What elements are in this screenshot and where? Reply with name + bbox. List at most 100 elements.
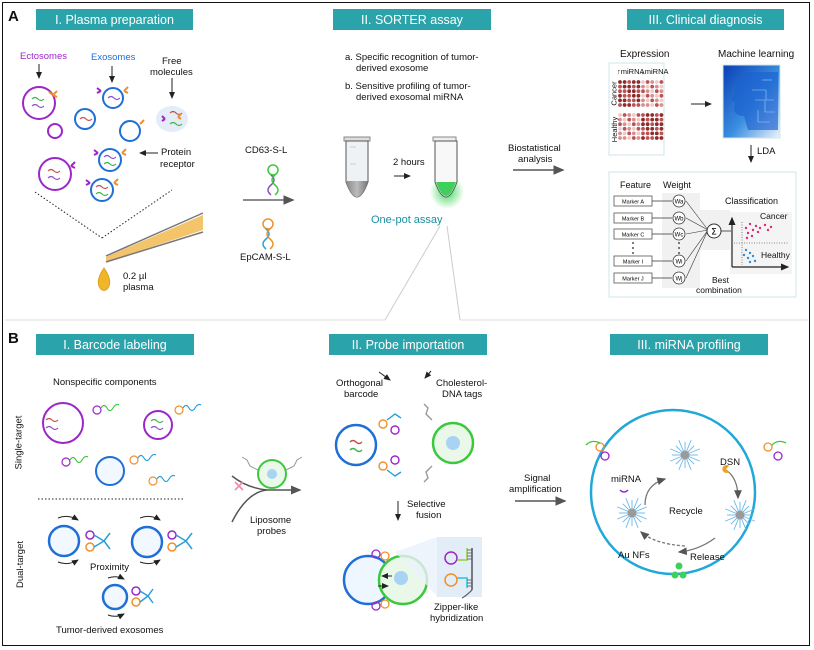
liposome-probes-label-2: probes	[257, 526, 287, 537]
heatmap-cell	[641, 136, 645, 140]
heatmap-cell	[618, 103, 622, 107]
au-nfs-label: Au NFs	[618, 550, 650, 561]
heatmap-cell	[650, 126, 655, 131]
heatmap-cell	[618, 122, 622, 127]
sorter-point-b-2: derived exosomal miRNA	[356, 92, 464, 103]
lda-label: LDA	[757, 146, 776, 157]
cancer-point	[750, 234, 754, 238]
cd63-probe-label: CD63-S-L	[245, 145, 288, 156]
biostatistical-label-2: analysis	[518, 154, 553, 165]
heatmap-cell	[618, 98, 622, 103]
cancer-point	[769, 225, 773, 229]
tube-before	[343, 136, 371, 198]
heatmap-cell	[627, 113, 632, 117]
heatmap-cell	[659, 103, 664, 107]
signal-amplification-label-1: Signal	[524, 473, 551, 484]
gold-core	[735, 510, 745, 520]
heatmap-cell	[654, 103, 659, 107]
heatmap-cell	[645, 84, 650, 89]
cd63-probe-icon	[267, 164, 279, 196]
heatmap-cell	[636, 84, 641, 89]
gold-nanoflowers	[617, 440, 755, 530]
heatmap-cell	[654, 131, 659, 136]
marker-label: Marker J	[622, 277, 644, 283]
sum-symbol: Σ	[711, 228, 717, 238]
weight-symbol: Wc	[675, 233, 684, 239]
tumor-exosomes-label: Tumor-derived exosomes	[56, 625, 164, 636]
dual-target-label: Dual-target	[15, 541, 26, 588]
cancer-point	[758, 226, 762, 230]
heatmap-cell	[645, 103, 650, 107]
heatmap-cell	[645, 113, 650, 117]
heatmap-cell	[650, 93, 655, 98]
sorter-point-a-2: derived exosome	[356, 63, 429, 74]
dsn-label: DSN	[720, 457, 741, 468]
healthy-point	[746, 256, 750, 260]
heatmap-cell	[622, 93, 627, 98]
au-nanoflower	[617, 498, 647, 528]
heatmap-cell	[627, 80, 632, 84]
proximity-arrows	[57, 514, 161, 620]
heatmap-cell	[659, 126, 664, 131]
heatmap-cell	[636, 113, 641, 117]
heatmap-cell	[631, 84, 636, 89]
heatmap-cell	[622, 98, 627, 103]
feature-label: Feature	[620, 180, 652, 190]
heatmap-cell	[622, 84, 627, 89]
barcode-tags	[45, 403, 202, 486]
heatmap-cell	[645, 122, 650, 127]
heatmap-cell	[622, 122, 627, 127]
heatmap-cell	[627, 98, 632, 103]
heatmap-cell	[650, 136, 655, 140]
orthogonal-barcode-label-2: barcode	[344, 389, 379, 400]
heatmap-cell	[631, 93, 636, 98]
cholesterol-arrow	[424, 370, 432, 379]
down-mirna-label: ↓miRNA	[641, 67, 669, 76]
heatmap-cell	[622, 117, 627, 122]
heatmap-cell	[631, 89, 636, 94]
duration-label: 2 hours	[393, 157, 425, 168]
heatmap-cell	[622, 113, 627, 117]
heatmap-cell	[654, 89, 659, 94]
weight-label: Weight	[663, 180, 691, 190]
single-target-label: Single-target	[13, 415, 25, 470]
heatmap-cell	[650, 84, 655, 89]
funnel-dotted-lines	[34, 189, 173, 239]
heatmap-cell	[636, 103, 641, 107]
heatmap-cell	[618, 131, 622, 136]
zipper-hybridization-inset	[437, 537, 482, 599]
ectosome-vesicles	[22, 86, 72, 191]
classification-axes	[728, 216, 790, 271]
nonspecific-components-label: Nonspecific components	[53, 377, 157, 388]
marker-label: Marker I	[623, 260, 644, 266]
heatmap-cell	[618, 80, 622, 84]
heatmap-cell	[659, 80, 664, 84]
heatmap-cell	[641, 113, 645, 117]
heatmap-cell	[645, 93, 650, 98]
heatmap-cell	[636, 80, 641, 84]
zoom-callout	[395, 537, 437, 596]
single-target-vesicles	[42, 402, 173, 486]
one-pot-assay-label: One-pot assay	[371, 214, 443, 226]
heatmap-cell	[622, 103, 627, 107]
ectosomes-label: Ectosomes	[20, 51, 67, 62]
heatmap-cell	[631, 136, 636, 140]
cancer-point	[744, 226, 748, 230]
heatmap-cell	[645, 131, 650, 136]
cancer-point	[748, 222, 752, 226]
panel-a-letter: A	[8, 8, 19, 25]
heatmap-cell	[641, 117, 645, 122]
gold-core	[627, 508, 637, 518]
protein-receptor-label-2: receptor	[160, 159, 195, 170]
barcode-labeling-header: I. Barcode labeling	[36, 334, 194, 355]
free-molecule-cloud	[156, 106, 188, 132]
release-label: Release	[690, 552, 725, 563]
au-nanoflower	[725, 500, 755, 530]
heatmap-cell	[645, 98, 650, 103]
weight-link	[685, 217, 709, 231]
liposome-probes-label-1: Liposome	[250, 515, 292, 526]
orthogonal-barcode-label-1: Orthogonal	[336, 378, 384, 389]
heatmap-cell	[645, 117, 650, 122]
